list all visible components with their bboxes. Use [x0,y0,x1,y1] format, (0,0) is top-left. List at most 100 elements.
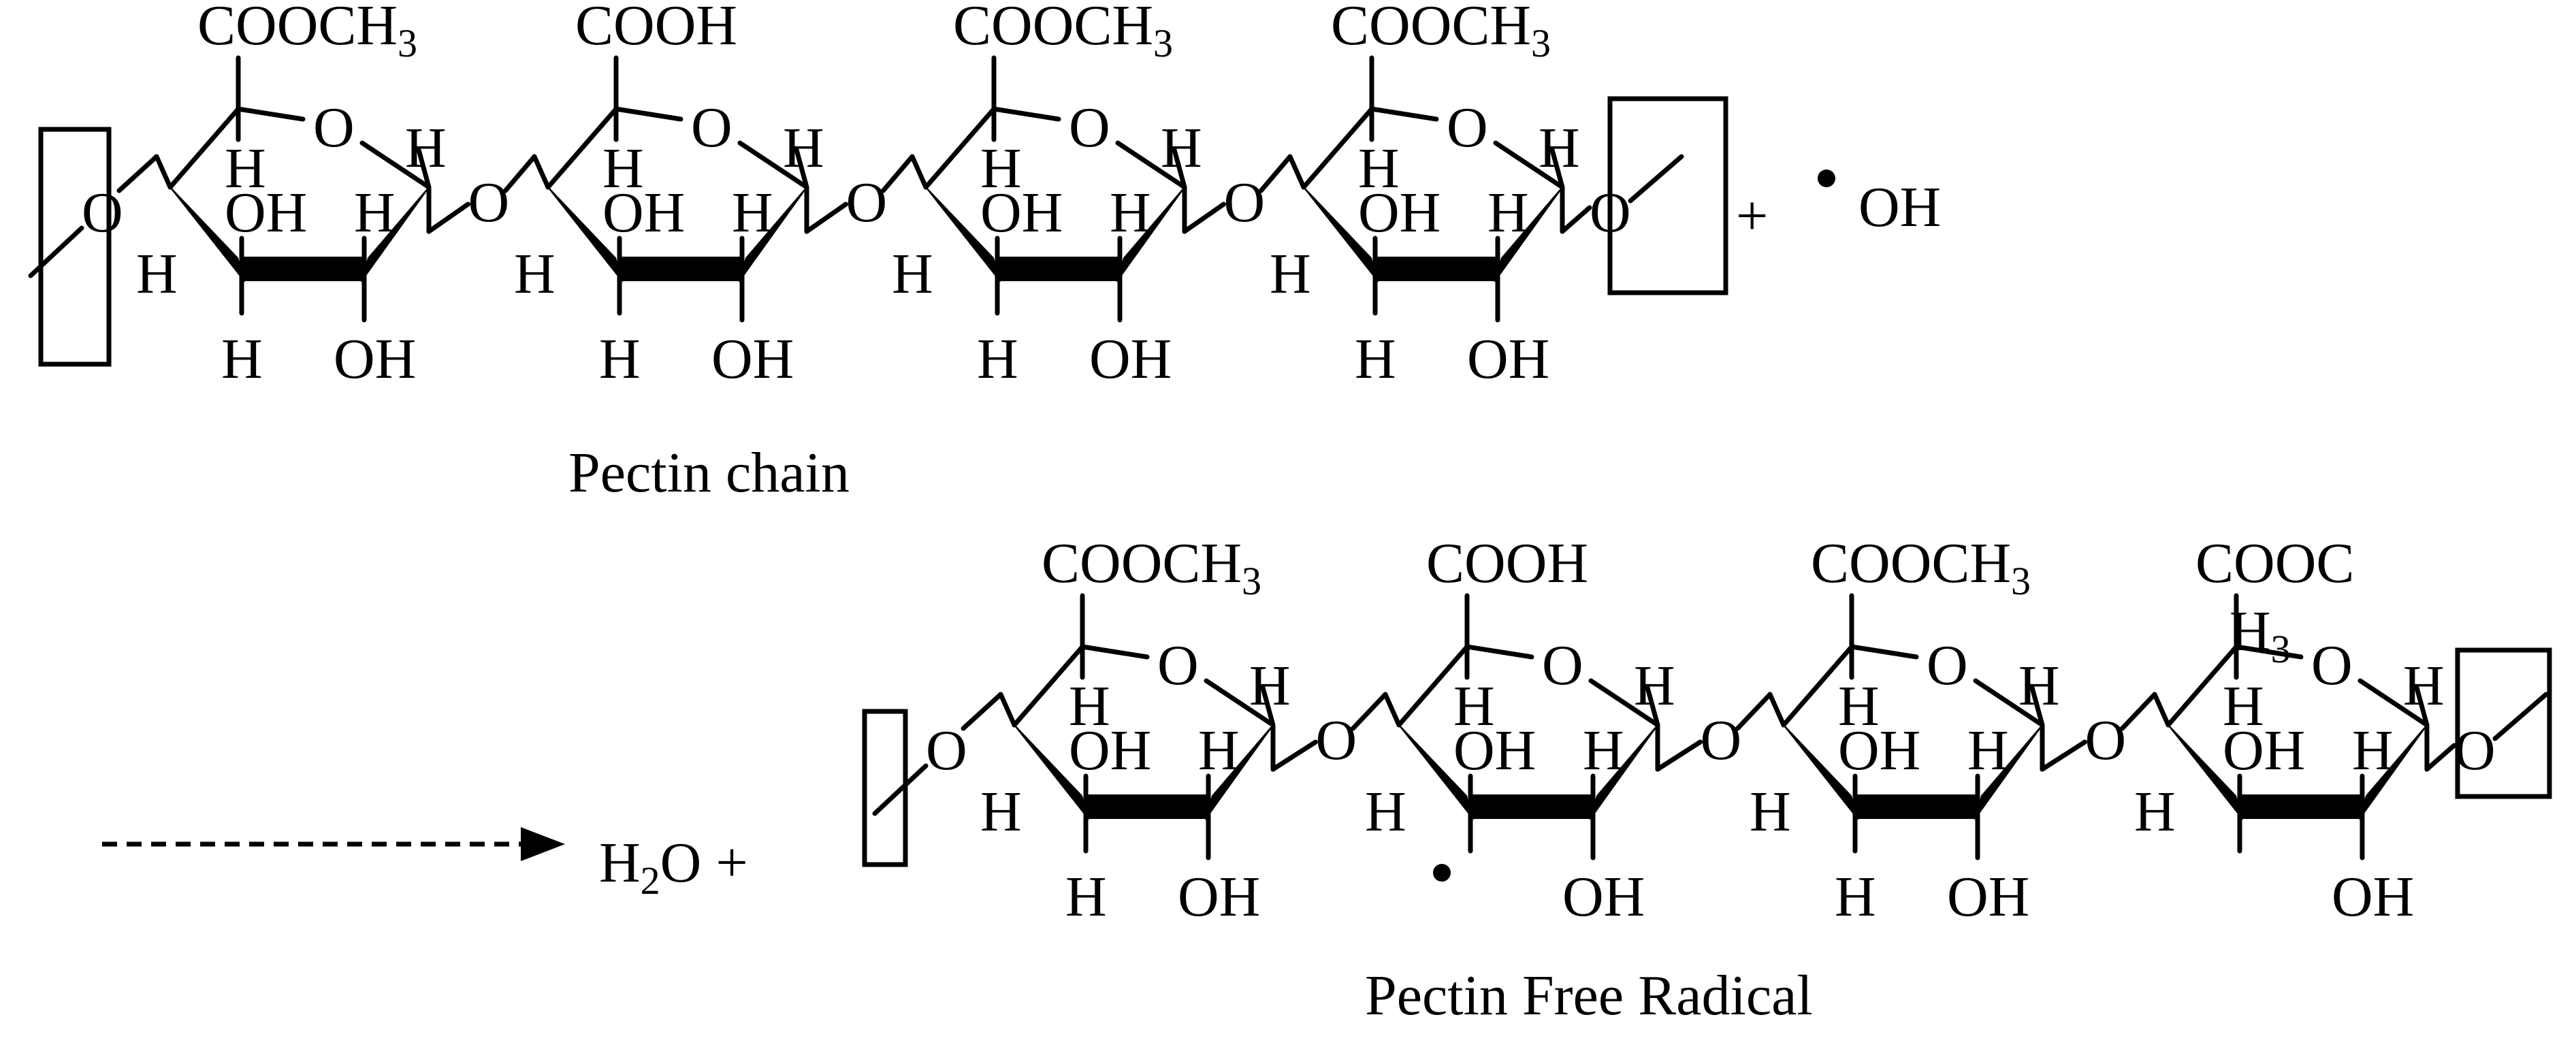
ring-bond [1973,678,2045,728]
hydrogen-label: H [1110,181,1151,244]
methyl-fragment: H3 [2229,600,2291,671]
chain-bond [2492,692,2549,741]
hydroxyl-label: OH [2223,719,2305,782]
hydrogen-label: H [1838,675,1880,738]
hydrogen-label: H [2018,654,2060,718]
substituent-bond [1549,147,1565,190]
hydrogen-label: H [980,780,1022,843]
glycosidic-bond [1767,692,1786,728]
carboxyl-group: COOCH3 [953,0,1173,65]
ring-bond [2234,644,2304,660]
pectin-chain-caption: Pectin chain [568,441,850,504]
ring-bond [1396,644,1470,728]
radical-dot [1818,170,1835,187]
ring-bond [1204,678,1276,728]
hydrogen-label: H [405,116,447,180]
hydroxyl-label: OH [1467,327,1549,391]
hydroxyl-label: OH [1453,719,1536,782]
glycosidic-oxygen-label: O [2085,709,2127,772]
glycosidic-bond [116,154,159,193]
hydrogen-label: H [1249,654,1291,718]
ring-bond [236,106,306,122]
ring-wedge-bond [1374,257,1498,281]
ring-bond [1464,644,1534,660]
chain-bond [1628,154,1684,204]
hydrogen-label: H [1358,137,1400,200]
hydrogen-label: H [1198,719,1240,782]
hydrogen-label: H [1453,675,1495,738]
ring-bond [359,140,432,190]
ring-bond [1012,644,1085,728]
hydrogen-label: H [1270,242,1311,306]
hydrogen-label: H [1835,865,1876,929]
glycosidic-bond [154,154,173,190]
glycosidic-bond [804,202,848,234]
ring-wedge-bond [1085,794,1209,819]
hydroxyl-label: OH [1178,865,1260,929]
hydrogen-label: H [1583,719,1624,782]
glycosidic-oxygen-label: O [1701,709,1742,772]
hydroxyl-label: OH [602,181,685,244]
substituent-bond [1172,147,1187,190]
ring-oxygen-label: O [691,96,732,159]
plus-sign: + [1736,184,1768,248]
ring-bond [1588,678,1660,728]
reaction-arrow-head [521,827,565,861]
hydroxyl-radical: OH [1858,176,1941,239]
substituent-bond [1645,685,1660,728]
hydrogen-label: H [783,116,824,180]
glycosidic-bond [909,154,929,190]
hydrogen-label: H [1634,654,1675,718]
chain-continuation-box-right [1607,96,1728,295]
free-radical-dot [1433,864,1451,882]
glycosidic-bond [1735,692,1773,731]
hydroxyl-label: OH [1562,865,1645,929]
hydroxyl-label: OH [980,181,1063,244]
glycosidic-bond [1270,739,1318,772]
glycosidic-bond [2040,739,2087,772]
glycosidic-bond [1259,154,1293,193]
carboxyl-group: COOC [2195,532,2354,595]
hydrogen-label: H [1355,327,1396,391]
ring-wedge-bond [1854,794,1978,819]
hydroxyl-label: OH [1089,327,1172,391]
glycosidic-oxygen-label: O [468,171,510,234]
glycosidic-bond [1182,202,1226,234]
carboxyl-group: COOCH3 [197,0,417,65]
hydrogen-label: H [225,137,266,200]
hydrogen-label: H [1161,116,1202,180]
ring-wedge-bond [241,257,365,281]
hydrogen-label: H [1539,116,1580,180]
ring-bond [923,106,997,190]
carboxyl-group: COOCH3 [1331,0,1551,65]
hydroxyl-label: OH [1358,181,1440,244]
carboxyl-group: COOCH3 [1811,532,2031,603]
glycosidic-bond [998,692,1017,728]
hydrogen-label: H [2352,719,2394,782]
ring-bond [613,106,683,122]
glycosidic-bond [1383,692,1402,728]
glycosidic-oxygen-label: O [1590,181,1631,244]
ring-oxygen-label: O [313,96,355,159]
substituent-bond [2414,685,2430,728]
carboxyl-group: COOH [575,0,737,57]
chain-bond [872,763,929,816]
pectin-free-radical-caption: Pectin Free Radical [1365,964,1813,1027]
hydrogen-label: H [2223,675,2264,738]
hydrogen-label: H [980,137,1022,200]
carboxyl-group: COOH [1426,532,1588,595]
hydrogen-label: H [732,181,773,244]
glycosidic-oxygen-label: O [2454,719,2496,782]
hydrogen-label: H [1069,675,1110,738]
glycosidic-oxygen-label: O [1316,709,1357,772]
glycosidic-bond [532,154,551,190]
hydrogen-label: H [1365,780,1406,843]
hydroxyl-label: OH [225,181,307,244]
substituent-bond [1260,685,1276,728]
